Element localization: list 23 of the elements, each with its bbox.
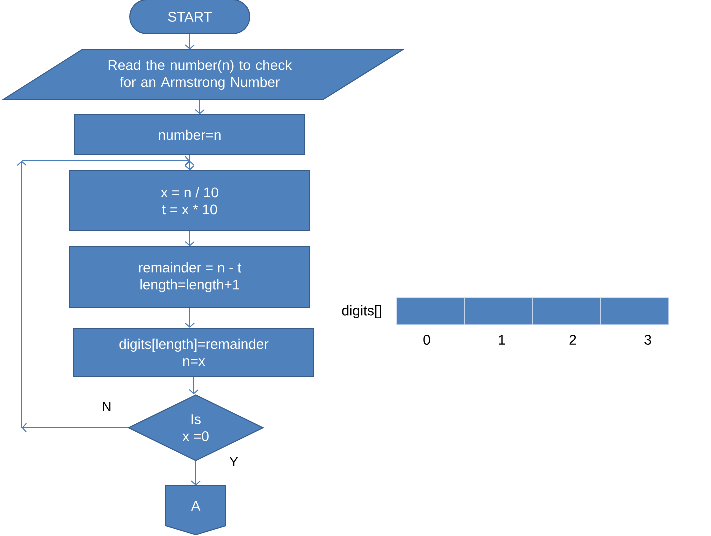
arrow: [185, 308, 195, 328]
arrow: [185, 34, 195, 50]
array-label: digits[]: [342, 305, 382, 319]
process-box: remainder = n - t length=length+1: [70, 246, 310, 308]
arrow: [17, 156, 195, 433]
array-cell: [532, 298, 602, 326]
start-terminal: START: [130, 0, 250, 34]
array-cell: [600, 298, 670, 326]
process-box: number=n: [74, 114, 306, 156]
arrow: [189, 376, 199, 394]
process-box: x = n / 10 t = x * 10: [70, 170, 310, 232]
off-page-connector: A: [166, 486, 226, 536]
arrow: [195, 100, 205, 114]
index-label: 0: [424, 335, 430, 345]
array-cell: [396, 298, 466, 326]
arrow: [185, 231, 195, 246]
index-label: 3: [644, 335, 652, 345]
arrow: [191, 461, 201, 486]
index-label: 1: [499, 335, 506, 345]
array-cell: [464, 298, 534, 326]
process-box: digits[length]=remainder n=x: [74, 328, 314, 377]
edge-label: N: [103, 402, 111, 412]
index-label: 2: [570, 335, 576, 345]
